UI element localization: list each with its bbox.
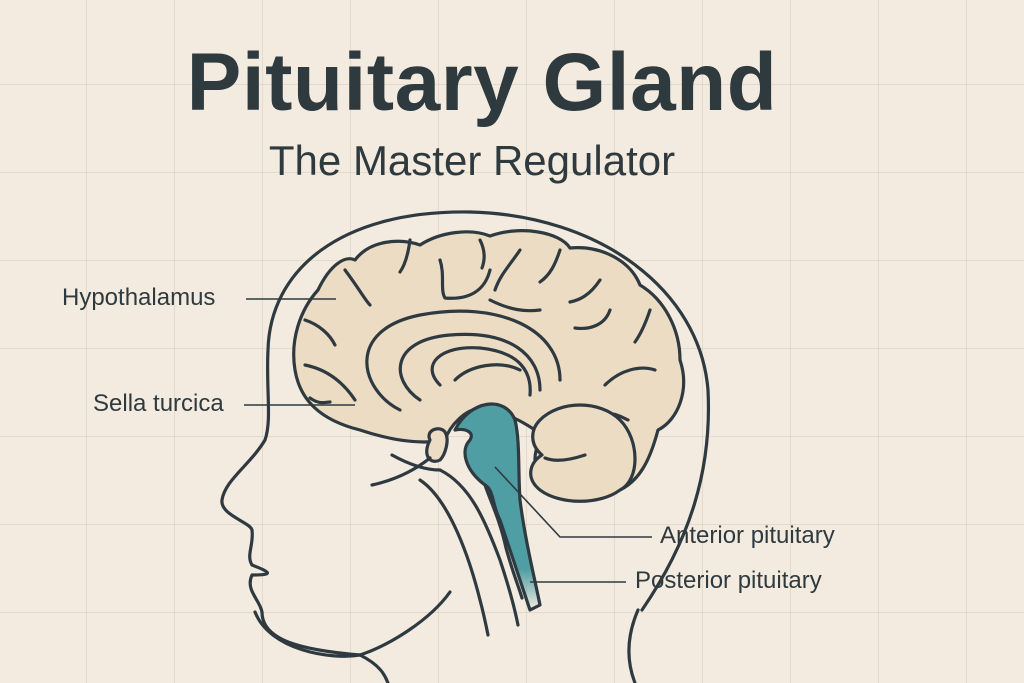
pituitary-body [453,402,542,612]
label-sella-turcica: Sella turcica [93,390,224,417]
jaw-line [253,590,452,658]
head-outline [220,210,711,683]
label-hypothalamus: Hypothalamus [62,284,216,311]
page-subtitle: The Master Regulator [268,137,676,184]
label-anterior-pituitary: Anterior pituitary [660,522,835,549]
anterior-pituitary-leader-line [494,466,652,538]
label-posterior-pituitary: Posterior pituitary [635,567,822,594]
back-of-neck [627,608,640,683]
page-title: Pituitary Gland [186,37,778,128]
cerebellum [529,403,637,503]
